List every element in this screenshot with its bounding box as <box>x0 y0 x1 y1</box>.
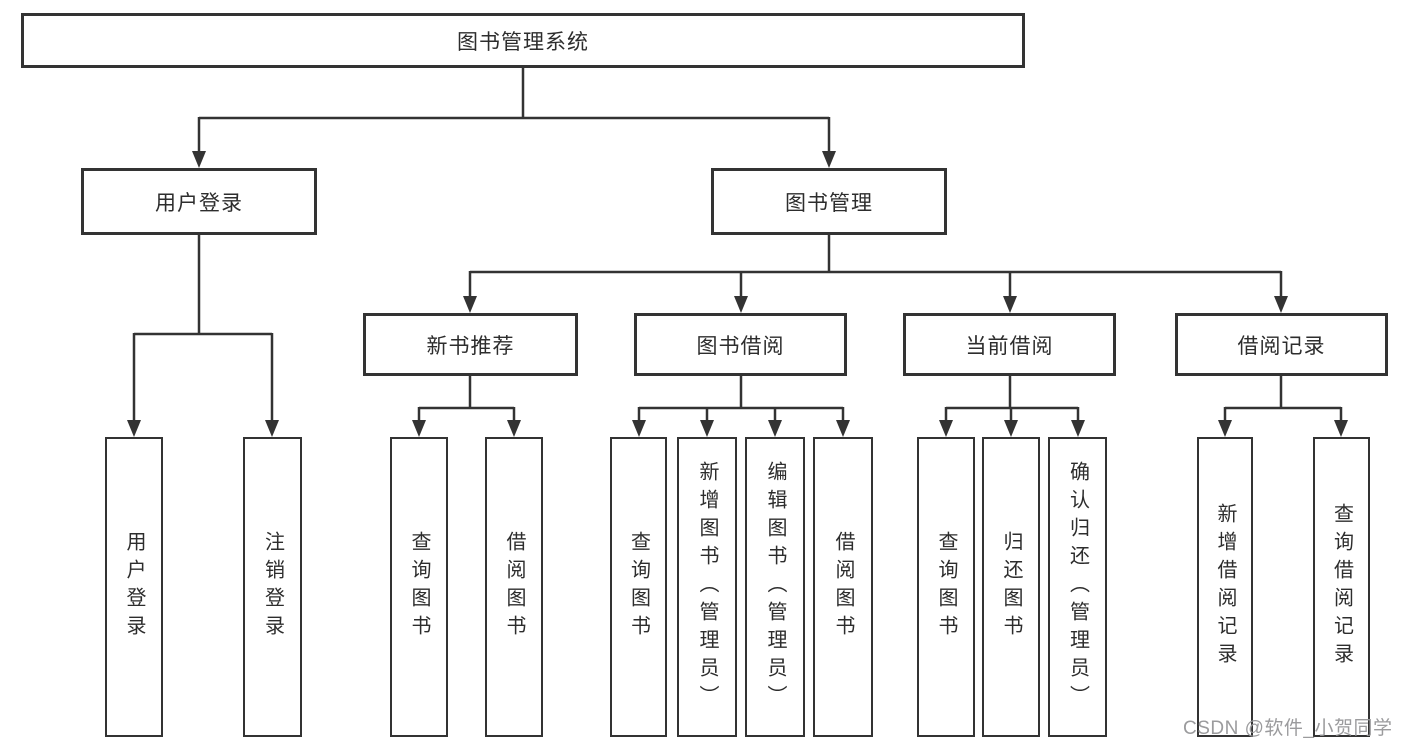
node-user-login: 用户登录 <box>81 168 317 235</box>
leaf-user-login: 用户登录 <box>105 437 163 737</box>
node-current-borrowing: 当前借阅 <box>903 313 1116 376</box>
node-book-management: 图书管理 <box>711 168 947 235</box>
node-user-login-label: 用户登录 <box>155 191 243 215</box>
leaf-edit-book-admin-label: 编辑图书（管理员） <box>764 461 786 713</box>
leaf-return-books: 归还图书 <box>982 437 1040 737</box>
node-book-borrowing: 图书借阅 <box>634 313 847 376</box>
leaf-query-books-recommend: 查询图书 <box>390 437 448 737</box>
leaf-query-books-recommend-label: 查询图书 <box>408 531 430 643</box>
leaf-logout: 注销登录 <box>243 437 302 737</box>
leaf-confirm-return-admin: 确认归还（管理员） <box>1048 437 1107 737</box>
node-book-borrowing-label: 图书借阅 <box>696 334 785 358</box>
leaf-query-books-borrowing-label: 查询图书 <box>627 531 650 643</box>
leaf-query-books-borrowing: 查询图书 <box>610 437 667 737</box>
node-root-label: 图书管理系统 <box>457 30 589 54</box>
leaf-edit-book-admin: 编辑图书（管理员） <box>745 437 805 737</box>
node-current-borrowing-label: 当前借阅 <box>965 334 1054 358</box>
node-new-book-recommend-label: 新书推荐 <box>426 334 515 358</box>
leaf-add-book-admin-label: 新增图书（管理员） <box>696 461 718 713</box>
leaf-confirm-return-admin-label: 确认归还（管理员） <box>1066 461 1089 713</box>
leaf-query-books-current: 查询图书 <box>917 437 975 737</box>
leaf-query-books-current-label: 查询图书 <box>935 531 957 643</box>
leaf-borrow-books: 借阅图书 <box>813 437 873 737</box>
leaf-query-borrow-record: 查询借阅记录 <box>1313 437 1370 737</box>
node-root: 图书管理系统 <box>21 13 1025 68</box>
node-borrowing-records: 借阅记录 <box>1175 313 1388 376</box>
leaf-add-borrow-record-label: 新增借阅记录 <box>1214 503 1236 671</box>
leaf-add-borrow-record: 新增借阅记录 <box>1197 437 1253 737</box>
leaf-borrow-books-label: 借阅图书 <box>832 531 854 643</box>
leaf-logout-label: 注销登录 <box>261 531 284 643</box>
leaf-add-book-admin: 新增图书（管理员） <box>677 437 737 737</box>
leaf-user-login-label: 用户登录 <box>123 531 145 643</box>
leaf-query-borrow-record-label: 查询借阅记录 <box>1330 503 1353 671</box>
leaf-borrow-books-recommend: 借阅图书 <box>485 437 543 737</box>
node-new-book-recommend: 新书推荐 <box>363 313 578 376</box>
node-book-management-label: 图书管理 <box>785 191 873 215</box>
leaf-borrow-books-recommend-label: 借阅图书 <box>503 531 525 643</box>
node-borrowing-records-label: 借阅记录 <box>1237 334 1326 358</box>
csdn-watermark: CSDN @软件_小贺同学 <box>1183 718 1393 739</box>
leaf-return-books-label: 归还图书 <box>1000 531 1022 643</box>
